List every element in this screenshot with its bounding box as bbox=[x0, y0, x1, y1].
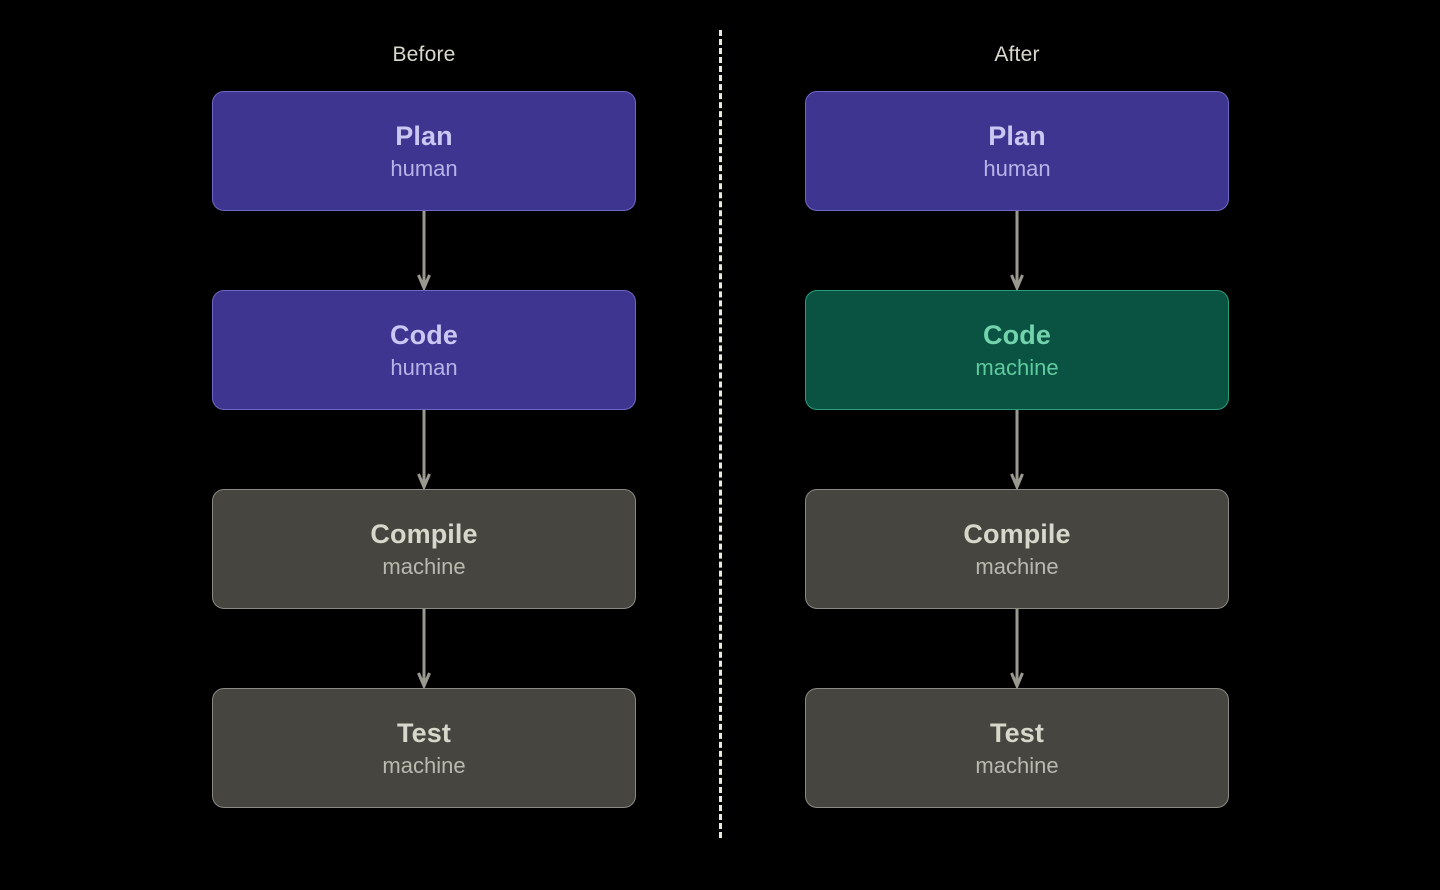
node-subtitle: machine bbox=[382, 752, 466, 778]
node-after-plan[interactable]: Plan human bbox=[805, 91, 1229, 211]
node-before-test[interactable]: Test machine bbox=[212, 688, 636, 808]
arrow-plan-to-code bbox=[417, 211, 431, 291]
arrow-plan-to-code bbox=[1010, 211, 1024, 291]
node-title: Compile bbox=[963, 518, 1071, 549]
node-before-code[interactable]: Code human bbox=[212, 290, 636, 410]
node-after-code[interactable]: Code machine bbox=[805, 290, 1229, 410]
column-divider bbox=[719, 30, 722, 838]
node-after-compile[interactable]: Compile machine bbox=[805, 489, 1229, 609]
node-title: Code bbox=[390, 319, 458, 350]
node-before-compile[interactable]: Compile machine bbox=[212, 489, 636, 609]
node-title: Code bbox=[983, 319, 1051, 350]
node-subtitle: machine bbox=[382, 553, 466, 579]
node-subtitle: machine bbox=[975, 354, 1059, 380]
node-subtitle: machine bbox=[975, 752, 1059, 778]
column-title-before: Before bbox=[392, 43, 456, 66]
arrow-code-to-compile bbox=[417, 410, 431, 490]
arrow-code-to-compile bbox=[1010, 410, 1024, 490]
column-title-after: After bbox=[994, 43, 1040, 66]
arrow-compile-to-test bbox=[1010, 609, 1024, 689]
node-subtitle: machine bbox=[975, 553, 1059, 579]
node-subtitle: human bbox=[983, 155, 1051, 181]
node-title: Test bbox=[990, 717, 1044, 748]
node-after-test[interactable]: Test machine bbox=[805, 688, 1229, 808]
arrow-compile-to-test bbox=[417, 609, 431, 689]
node-subtitle: human bbox=[390, 354, 458, 380]
node-before-plan[interactable]: Plan human bbox=[212, 91, 636, 211]
node-title: Plan bbox=[988, 120, 1046, 151]
node-subtitle: human bbox=[390, 155, 458, 181]
node-title: Compile bbox=[370, 518, 478, 549]
node-title: Plan bbox=[395, 120, 453, 151]
node-title: Test bbox=[397, 717, 451, 748]
